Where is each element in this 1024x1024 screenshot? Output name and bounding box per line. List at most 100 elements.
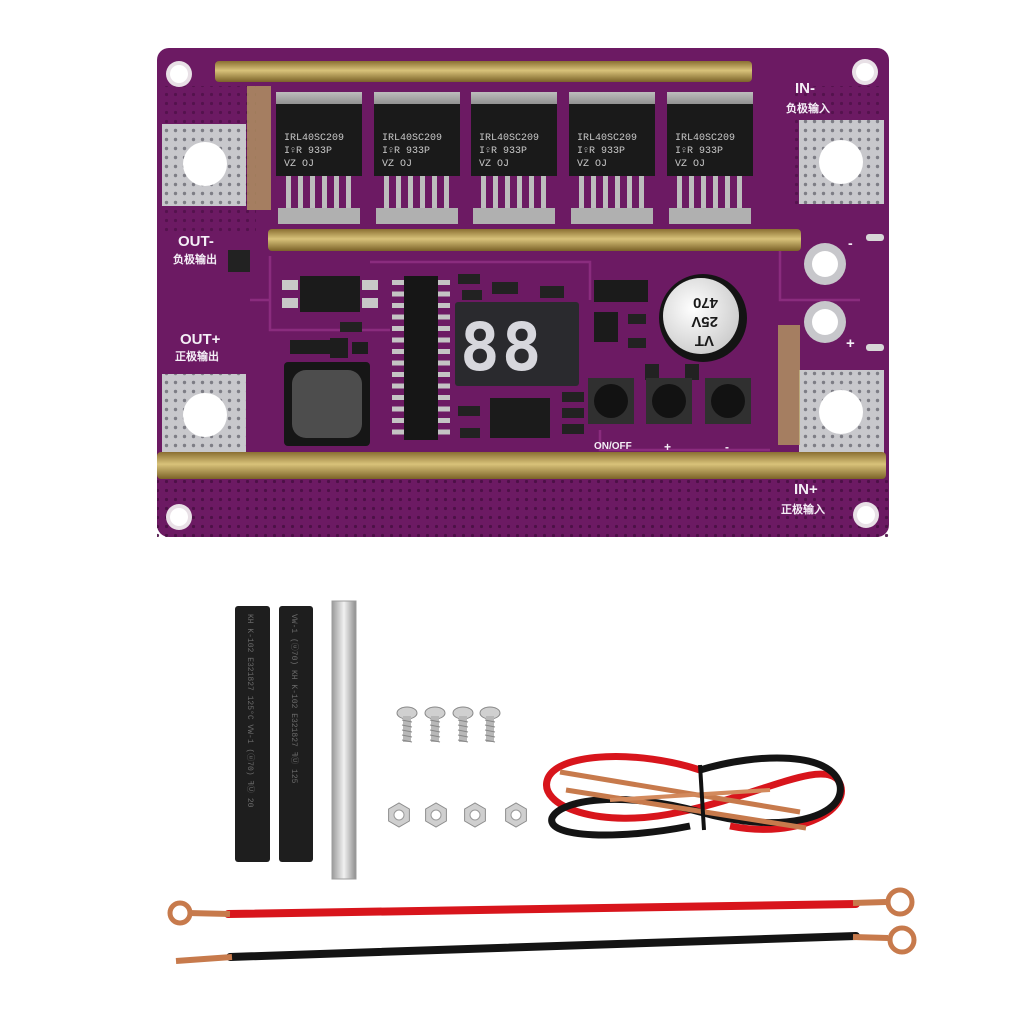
ic-pin xyxy=(392,406,404,412)
seven-segment-display: 88 xyxy=(455,302,579,386)
plus-button[interactable] xyxy=(646,378,692,424)
out-neg-cn-label: 负极输出 xyxy=(173,252,217,266)
mosfet-pin xyxy=(310,176,315,210)
nut xyxy=(464,802,486,828)
minus-button[interactable] xyxy=(705,378,751,424)
ic-pin xyxy=(438,360,450,366)
mosfet-pin xyxy=(322,176,327,210)
ic-pin xyxy=(438,349,450,354)
ic-pin xyxy=(392,360,404,366)
in-neg-cn-label: 负极输入 xyxy=(786,101,830,115)
mosfet-marking: I♀R 933P xyxy=(675,146,723,157)
mosfet-pin xyxy=(713,176,718,210)
ic-pin xyxy=(438,383,450,389)
ic-pin xyxy=(392,337,404,343)
mosfet-marking: IRL40SC209 xyxy=(479,133,539,144)
mosfet-pin xyxy=(677,176,682,210)
screw-set xyxy=(396,706,501,743)
mounting-hole xyxy=(166,504,192,530)
mosfet-marking: VZ OJ xyxy=(382,159,412,170)
mosfet-pin xyxy=(639,176,644,210)
black-ring-terminal-cable xyxy=(175,925,917,964)
on-off-button[interactable] xyxy=(588,378,634,424)
ic-pin xyxy=(392,326,404,331)
ic-pin xyxy=(392,418,404,423)
capacitor-label-line3: 470 xyxy=(693,294,718,311)
ic-pin xyxy=(392,280,404,285)
brass-bus-bar xyxy=(215,61,752,82)
mosfet-pin xyxy=(505,176,510,210)
in-pos-label: IN+ xyxy=(794,481,818,498)
mosfet-pin xyxy=(603,176,608,210)
mosfet-pin xyxy=(396,176,401,210)
mosfet-pin xyxy=(408,176,413,210)
heat-shrink-tube: KH K-102 E321827 125°C VW-1 (ⓤ70) ꟻⓊ 20 xyxy=(235,606,270,862)
nut-set xyxy=(388,802,527,828)
mosfet-pin xyxy=(541,176,546,210)
mosfet-pin xyxy=(627,176,632,210)
ic-pin xyxy=(438,395,450,400)
screw xyxy=(452,706,474,743)
in-neg-label: IN- xyxy=(795,80,815,97)
plus-label: + xyxy=(664,440,671,454)
mosfet-pin xyxy=(444,176,449,210)
minus-label: - xyxy=(725,440,729,454)
ic-pin xyxy=(392,314,404,320)
ic-pin xyxy=(392,395,404,400)
ic-pin xyxy=(392,372,404,377)
capacitor-label-line1: VT xyxy=(695,332,714,349)
ic-pin xyxy=(438,372,450,377)
mosfet-marking: IRL40SC209 xyxy=(577,133,637,144)
ic-pin xyxy=(392,291,404,297)
in-neg-terminal-pad xyxy=(799,120,884,204)
mosfet-pin xyxy=(725,176,730,210)
ic-pin xyxy=(392,383,404,389)
capacitor-label-line2: 25V xyxy=(691,313,718,330)
ic-pin xyxy=(438,303,450,308)
mosfet-pin xyxy=(420,176,425,210)
out-pos-label: OUT+ xyxy=(180,331,221,348)
mosfet-pin xyxy=(481,176,486,210)
ic-pin xyxy=(438,326,450,331)
ic-pin xyxy=(392,349,404,354)
mosfet-marking: IRL40SC209 xyxy=(284,133,344,144)
mosfet-marking: I♀R 933P xyxy=(479,146,527,157)
ic-pin xyxy=(392,429,404,435)
mosfet-marking: VZ OJ xyxy=(284,159,314,170)
mounting-hole xyxy=(852,59,878,85)
mosfet-pin xyxy=(334,176,339,210)
mosfet-marking: VZ OJ xyxy=(577,159,607,170)
mounting-hole xyxy=(853,502,879,528)
shrink-tube-1-print: KH K-102 E321827 125°C VW-1 (ⓤ70) ꟻⓊ 20 xyxy=(245,614,255,808)
mosfet-pin xyxy=(591,176,596,210)
ic-pin xyxy=(438,418,450,423)
ic-pin xyxy=(392,303,404,308)
screw xyxy=(479,706,501,743)
mosfet-pin xyxy=(579,176,584,210)
mosfet-marking: IRL40SC209 xyxy=(675,133,735,144)
heat-shrink-tube: VW-1 (ⓤ70) KH K-102 E321827 ꟻⓊ 125 xyxy=(279,606,313,862)
ic-pin xyxy=(438,291,450,297)
shrink-tube-2-print: VW-1 (ⓤ70) KH K-102 E321827 ꟻⓊ 125 xyxy=(289,614,299,784)
cap-plus-label: + xyxy=(846,335,855,352)
out-neg-terminal-pad xyxy=(162,124,246,206)
mosfet-marking: IRL40SC209 xyxy=(382,133,442,144)
ic-pin xyxy=(438,337,450,343)
brass-bus-bar xyxy=(157,452,886,479)
in-pos-cn-label: 正极输入 xyxy=(781,502,825,516)
ic-pin xyxy=(438,314,450,320)
screw xyxy=(396,706,418,743)
nickel-strip xyxy=(331,600,357,880)
mosfet-pin xyxy=(689,176,694,210)
nut xyxy=(388,802,410,828)
out-neg-label: OUT- xyxy=(178,233,214,250)
power-inductor xyxy=(284,362,370,446)
ic-pin xyxy=(438,280,450,285)
mosfet-marking: VZ OJ xyxy=(675,159,705,170)
